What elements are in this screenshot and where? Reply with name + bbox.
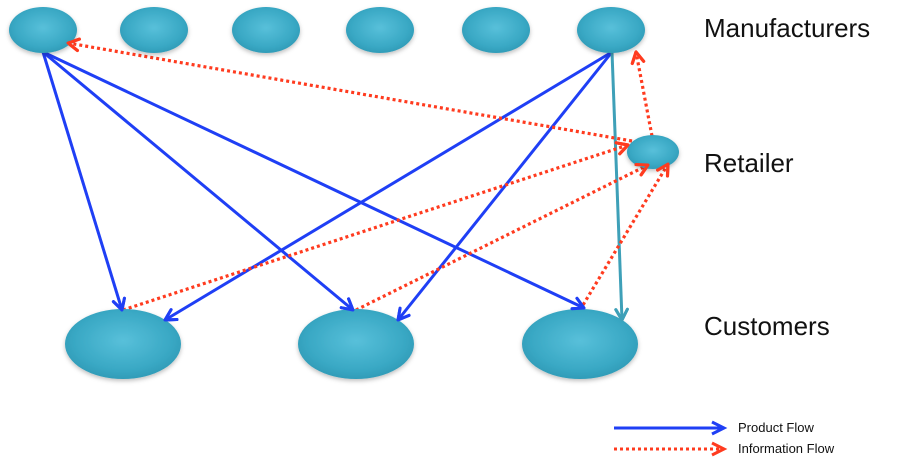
node-manufacturers-6 (577, 7, 645, 53)
nodes-layer (9, 7, 679, 379)
edge-line-product (42, 50, 585, 310)
arrowhead-overlay-product-icon (163, 308, 179, 322)
arrowhead-overlay-information-icon (656, 162, 670, 178)
edge-information-r-m6 (630, 50, 654, 137)
edges-layer (41, 37, 670, 322)
edge-line-information (122, 143, 629, 312)
arrowhead-overlay-product-icon (339, 297, 355, 312)
arrowhead-overlay-product-icon (570, 296, 586, 311)
legend-information-arrow-icon (711, 441, 728, 457)
tier-label-retailer: Retailer (704, 148, 794, 178)
edge-line-product (41, 51, 124, 311)
arrowhead-overlay-information-icon (634, 163, 650, 177)
edge-line-product (164, 50, 613, 322)
legend-information-label: Information Flow (738, 441, 835, 456)
arrowhead-overlay-product-icon (396, 306, 411, 322)
edge-line-information (578, 163, 670, 311)
edge-product-m1-c2 (42, 50, 355, 312)
node-retailer-1 (627, 135, 679, 169)
node-customers-2 (298, 309, 414, 379)
node-customers-1 (65, 309, 181, 379)
legend-product-arrow-icon (711, 420, 728, 436)
edge-retail-m6-c3 (610, 51, 629, 322)
edge-product-m6-c2 (396, 51, 614, 322)
tier-label-customers: Customers (704, 311, 830, 341)
arrowhead-overlay-information-icon (614, 141, 630, 156)
overlay-layer (66, 37, 670, 322)
arrowhead-overlay-retail-icon (614, 307, 629, 322)
node-manufacturers-4 (346, 7, 414, 53)
node-manufacturers-1 (9, 7, 77, 53)
node-customers-3 (522, 309, 638, 379)
edge-line-information (355, 163, 649, 312)
legend-product-label: Product Flow (738, 420, 814, 435)
node-manufacturers-5 (462, 7, 530, 53)
arrowhead-overlay-information-icon (66, 37, 81, 52)
edge-product-m1-c1 (41, 51, 126, 312)
legend: Product Flow Information Flow (614, 420, 835, 457)
edge-line-retail (610, 51, 624, 321)
node-manufacturers-3 (232, 7, 300, 53)
tier-label-manufacturers: Manufacturers (704, 13, 870, 43)
arrowhead-overlay-information-icon (630, 50, 646, 65)
edge-line-product (396, 51, 614, 321)
edge-information-c1-r (122, 141, 630, 312)
node-manufacturers-2 (120, 7, 188, 53)
edge-line-information (634, 51, 654, 137)
edge-product-m6-c1 (163, 50, 613, 322)
arrowhead-overlay-product-icon (111, 296, 126, 312)
edge-product-m1-c3 (42, 50, 586, 311)
edge-line-product (42, 50, 354, 312)
edge-information-c3-r (578, 162, 670, 311)
